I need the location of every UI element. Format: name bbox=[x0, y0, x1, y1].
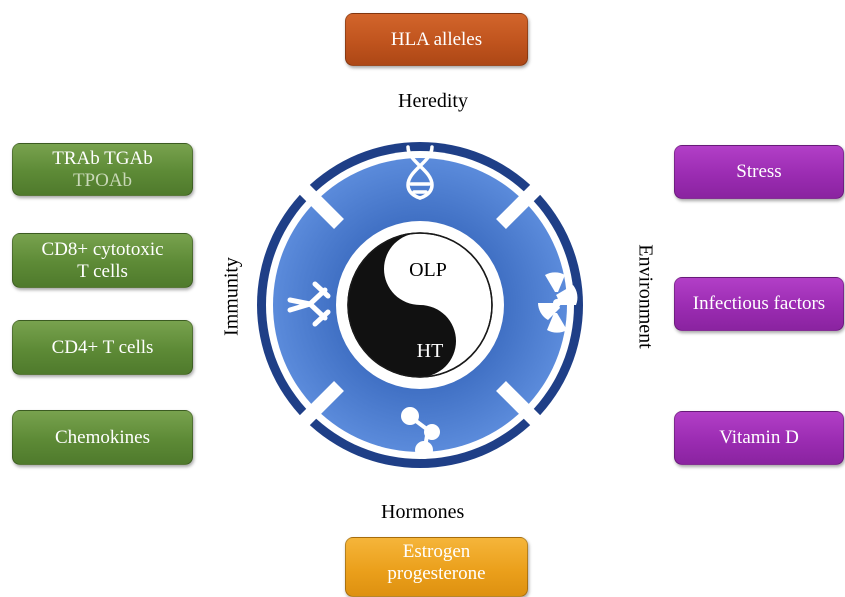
radiation-icon bbox=[538, 272, 578, 333]
antibodies-line1: TRAb TGAb bbox=[52, 147, 153, 169]
infectious-factors-label: Infectious factors bbox=[692, 293, 826, 314]
cd4-label: CD4+ T cells bbox=[51, 336, 154, 358]
progesterone-label: progesterone bbox=[387, 563, 486, 584]
estrogen-progesterone-box: Estrogen progesterone bbox=[345, 537, 528, 597]
ht-label: HT bbox=[417, 340, 444, 362]
antibodies-line2: TPOAb bbox=[72, 169, 133, 191]
heredity-label: Heredity bbox=[398, 90, 468, 112]
estrogen-label: Estrogen bbox=[402, 541, 471, 562]
vitamin-d-label: Vitamin D bbox=[719, 427, 799, 448]
dna-icon bbox=[406, 145, 434, 200]
yin-yang bbox=[347, 232, 493, 378]
immunity-label: Immunity bbox=[220, 257, 243, 336]
vitamin-d-box: Vitamin D bbox=[674, 411, 844, 465]
hla-alleles-box: HLA alleles bbox=[345, 13, 528, 66]
segment-dividers bbox=[296, 181, 544, 429]
antibody-icon bbox=[287, 281, 331, 327]
molecule-icon bbox=[401, 407, 440, 459]
chemokines-label: Chemokines bbox=[55, 426, 150, 448]
environment-label: Environment bbox=[634, 244, 657, 349]
cd8-line1: CD8+ cytotoxic bbox=[41, 238, 164, 260]
infectious-factors-box: Infectious factors bbox=[674, 277, 844, 331]
hormones-label: Hormones bbox=[381, 501, 465, 523]
cd8-line2: T cells bbox=[77, 260, 128, 282]
olp-label: OLP bbox=[409, 259, 447, 281]
stress-label: Stress bbox=[736, 161, 782, 182]
central-wheel: OLP HT bbox=[257, 142, 583, 468]
stress-box: Stress bbox=[674, 145, 844, 199]
chemokines-box: Chemokines bbox=[12, 410, 193, 465]
cd8-box: CD8+ cytotoxic T cells bbox=[12, 233, 193, 288]
hla-alleles-label: HLA alleles bbox=[390, 28, 483, 50]
cd4-box: CD4+ T cells bbox=[12, 320, 193, 375]
antibodies-box: TRAb TGAb TPOAb bbox=[12, 143, 193, 196]
